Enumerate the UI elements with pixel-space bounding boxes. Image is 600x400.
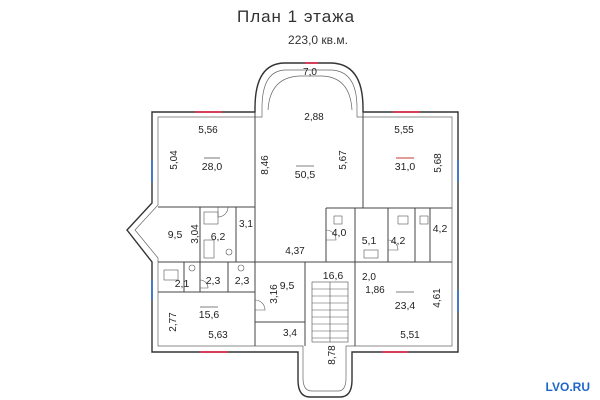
dim-hall-right: 5,67 xyxy=(338,150,349,170)
area-hall: 50,5 xyxy=(295,169,316,181)
dim-nw-width: 5,56 xyxy=(198,125,218,136)
dim-west-height: 3,04 xyxy=(190,224,201,244)
site-watermark: LVO.RU xyxy=(546,380,590,394)
north-bay-window xyxy=(267,75,353,111)
plan-title: План 1 этажа xyxy=(237,7,355,26)
area-store-3: 2,3 xyxy=(235,275,250,287)
area-nw-room: 28,0 xyxy=(202,161,223,173)
area-wc-2: 5,1 xyxy=(362,235,377,247)
window-markers xyxy=(151,62,459,353)
dim-ne-width: 5,55 xyxy=(394,125,414,136)
interior-walls xyxy=(158,112,452,346)
dim-se-width: 5,51 xyxy=(400,330,420,341)
dim-sw-height: 2,77 xyxy=(168,312,179,332)
dim-ne-height: 5,68 xyxy=(433,153,444,173)
bathroom-fixtures xyxy=(163,211,429,281)
room-area-labels: 28,0 50,5 31,0 9,5 6,2 4,0 5,1 4,2 4,2 2… xyxy=(168,161,448,321)
dim-bay-width: 7,0 xyxy=(303,67,317,78)
area-wc-3: 4,2 xyxy=(391,235,406,247)
dim-se-height: 4,61 xyxy=(432,288,443,308)
area-ne-room: 31,0 xyxy=(395,161,416,173)
area-underlines xyxy=(200,157,414,308)
area-west-room: 9,5 xyxy=(168,229,183,241)
dim-hall-left: 8,46 xyxy=(260,155,271,175)
area-store-1: 2,1 xyxy=(175,278,190,290)
dim-stair-width: 3,4 xyxy=(283,328,297,339)
dim-corridor: 4,37 xyxy=(285,246,305,257)
dimension-labels: 7,0 2,88 5,56 5,04 8,46 5,67 5,55 5,68 4… xyxy=(168,67,444,365)
dim-small-a: 2,0 xyxy=(362,272,376,283)
staircase xyxy=(311,281,349,343)
dim-small-b: 1,86 xyxy=(365,285,385,296)
dim-bath-width: 3,1 xyxy=(239,219,253,230)
dim-south-bay: 8,78 xyxy=(327,345,338,365)
area-se-room: 23,4 xyxy=(395,300,416,312)
area-sw-room: 15,6 xyxy=(199,309,220,321)
area-wc-1: 4,0 xyxy=(332,227,347,239)
door-swings xyxy=(199,206,399,311)
total-area: 223,0 кв.м. xyxy=(288,33,348,47)
dim-bay-depth: 2,88 xyxy=(304,112,324,123)
area-vestibule: 9,5 xyxy=(280,280,295,292)
dim-nw-height: 5,04 xyxy=(169,150,180,170)
area-store-2: 2,3 xyxy=(206,275,221,287)
area-stair-hall: 16,6 xyxy=(323,270,344,282)
dim-stair-height: 3,16 xyxy=(269,284,280,304)
area-bath: 6,2 xyxy=(211,231,226,243)
area-wc-4: 4,2 xyxy=(433,223,448,235)
dim-sw-width: 5,63 xyxy=(208,330,228,341)
